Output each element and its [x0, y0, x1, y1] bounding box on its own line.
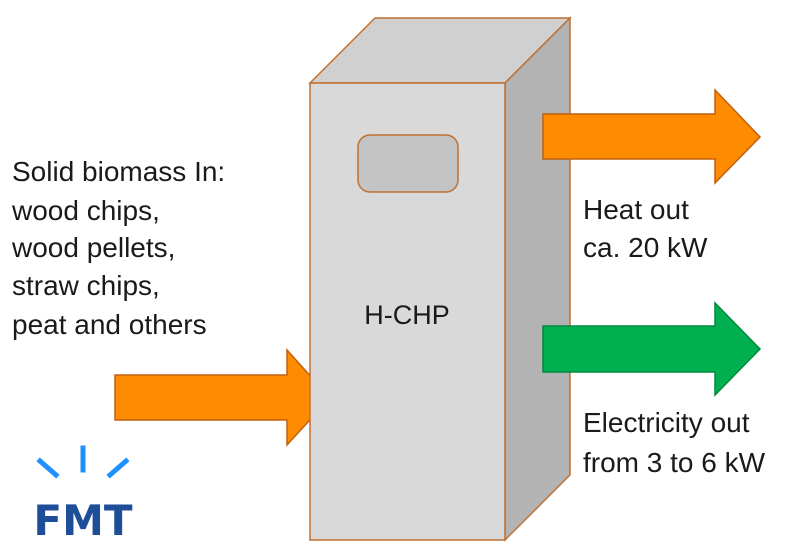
electricity-output-text: from 3 to 6 kW [583, 447, 766, 478]
cabinet-window [357, 134, 459, 193]
input-text-line: wood pellets, [11, 232, 175, 263]
input-text-line: peat and others [12, 309, 207, 340]
logo-text: FMT [33, 496, 132, 545]
logo-ray-icon [106, 457, 130, 479]
heat-output-arrow [542, 88, 762, 185]
electricity-output-arrow [542, 301, 762, 397]
logo-ray-icon [36, 457, 60, 479]
fmt-logo: FMT [33, 445, 133, 545]
unit-label: H-CHP [364, 300, 450, 330]
heat-output-text: Heat out [583, 194, 689, 225]
input-text-line: straw chips, [12, 270, 160, 301]
input-arrow [114, 348, 332, 447]
heat-output-text: ca. 20 kW [583, 232, 708, 263]
cabinet-side [504, 16, 571, 542]
electricity-output-text: Electricity out [583, 407, 750, 438]
input-text-line: Solid biomass In: [12, 156, 225, 187]
input-text-line: wood chips, [11, 195, 160, 226]
